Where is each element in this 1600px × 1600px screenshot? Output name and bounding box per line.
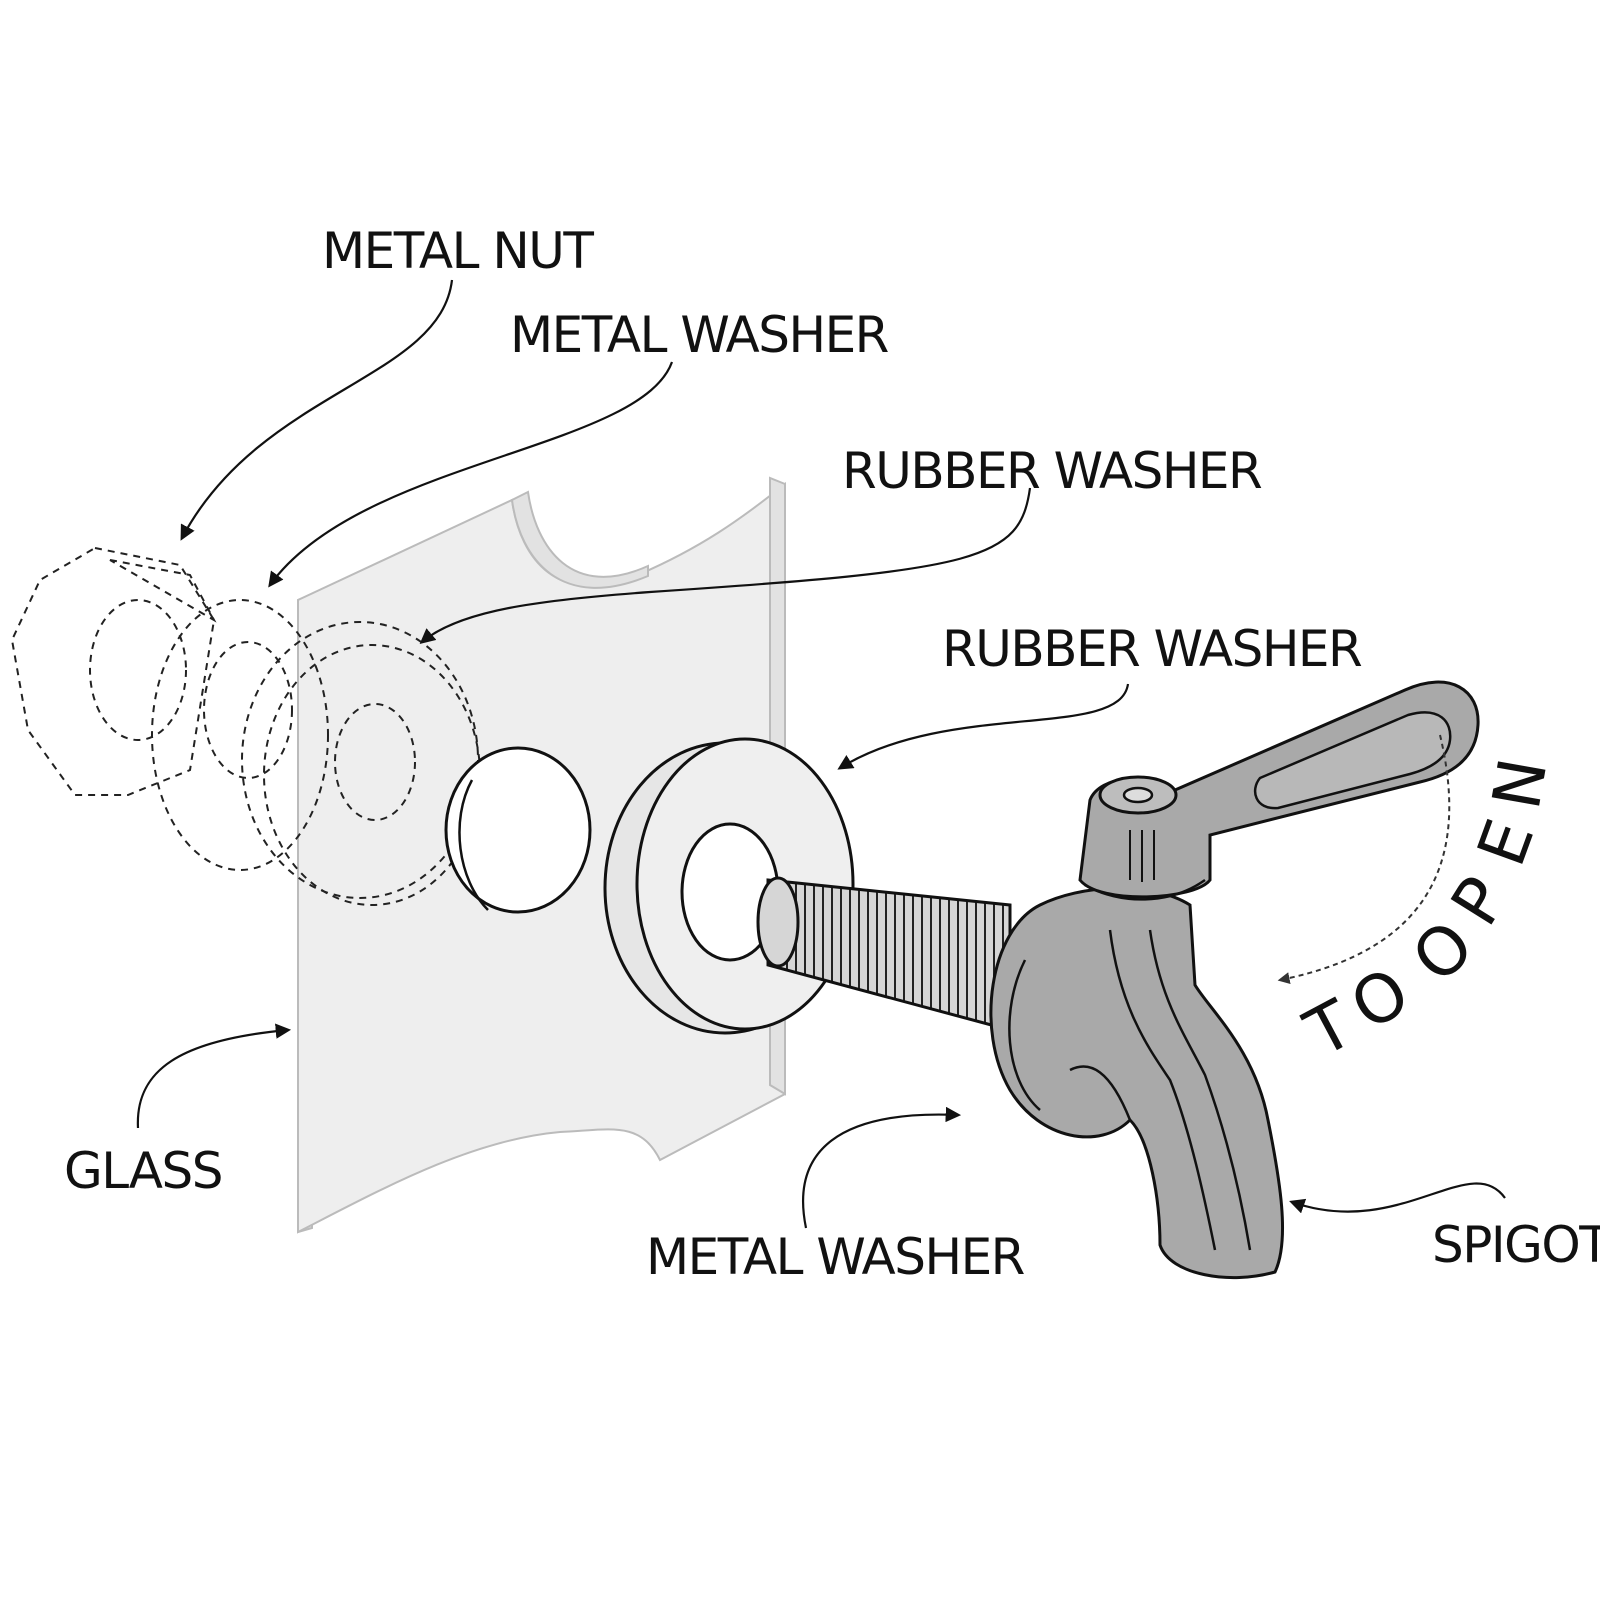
rubber-washer-mid-leader xyxy=(837,683,1130,770)
metal-washer-top-leader xyxy=(268,361,674,588)
metal-nut-leader xyxy=(180,279,454,541)
threaded-stem xyxy=(756,876,1012,1032)
spigot-body xyxy=(989,886,1285,1279)
label-spigot: SPIGOT xyxy=(1432,1216,1600,1274)
label-metal-nut: METAL NUT xyxy=(322,222,594,280)
label-glass: GLASS xyxy=(64,1142,222,1200)
metal-washer-dashed xyxy=(151,599,329,871)
rubber-washer-top-leader xyxy=(419,487,1032,644)
glass-leader xyxy=(136,1023,292,1129)
to-open-arrow xyxy=(1277,734,1451,984)
label-rubber-washer-mid: RUBBER WASHER xyxy=(942,620,1362,678)
to-open-letter-5: E xyxy=(1463,810,1550,876)
glass-hole xyxy=(444,746,592,914)
label-rubber-washer-top: RUBBER WASHER xyxy=(842,442,1262,500)
spigot-leader xyxy=(1289,1182,1506,1214)
label-metal-washer-bottom: METAL WASHER xyxy=(646,1228,1025,1286)
label-metal-washer-top: METAL WASHER xyxy=(510,306,889,364)
to-open-letter-6: N xyxy=(1478,753,1562,815)
metal-washer-bottom-leader xyxy=(801,1106,962,1229)
spigot-handle xyxy=(1078,680,1480,901)
metal-nut-dashed xyxy=(10,546,217,796)
